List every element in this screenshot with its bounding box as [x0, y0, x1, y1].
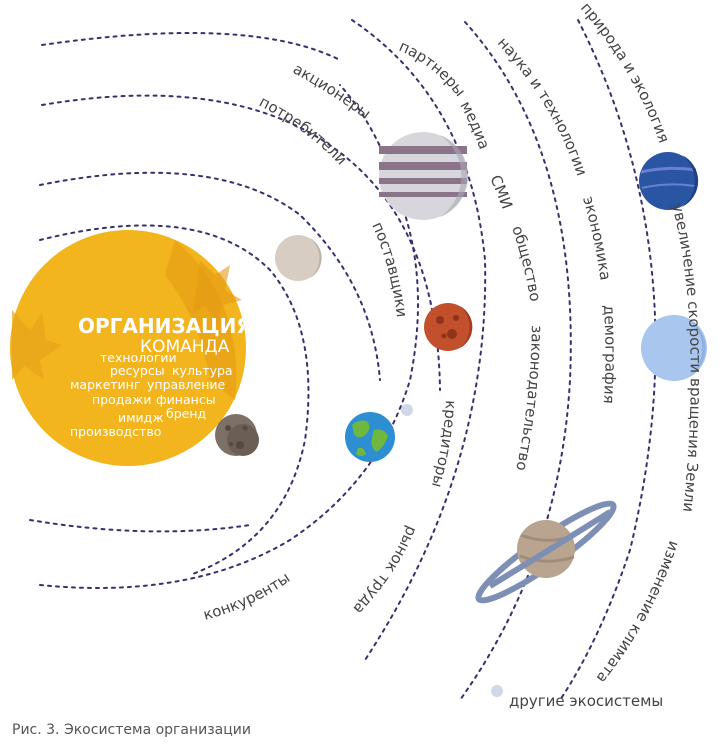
- label-obshchestvo: общество: [508, 223, 544, 302]
- label-potrebiteli: потребители: [256, 93, 350, 169]
- label-aktsionery: акционеры: [290, 60, 374, 123]
- sun-flare-icon: [192, 260, 242, 325]
- org-item: управление: [147, 377, 226, 392]
- planet-neptune: [639, 152, 699, 210]
- figure-caption: Рис. 3. Экосистема организации: [12, 722, 251, 738]
- label-postavshchiki: поставщики: [368, 219, 411, 318]
- org-item: культура: [172, 363, 233, 378]
- planet-jupiter: [379, 132, 469, 220]
- label-smi: СМИ: [486, 172, 516, 211]
- planet-moon-grey: [215, 414, 259, 456]
- org-item: производство: [70, 424, 161, 439]
- org-item: имидж: [118, 410, 164, 425]
- organization-sun: ОРГАНИЗАЦИЯ КОМАНДА технологии ресурсы к…: [10, 230, 252, 466]
- orbit-3: [39, 171, 381, 381]
- org-item: продажи: [92, 392, 151, 407]
- label-priroda: природа и экология: [577, 0, 673, 145]
- org-item: технологии: [100, 350, 177, 365]
- orbit-2: [41, 94, 441, 391]
- label-zakonodatelstvo: законодательство: [512, 325, 546, 472]
- org-subtitle: КОМАНДА: [140, 337, 230, 357]
- label-konkurenty: конкуренты: [201, 569, 293, 624]
- org-title: ОРГАНИЗАЦИЯ: [78, 314, 252, 338]
- org-item: ресурсы: [110, 363, 165, 378]
- planet-uranus: [641, 315, 707, 381]
- label-nauka: наука и технологии: [494, 34, 591, 179]
- label-demografiya: демография: [600, 304, 620, 404]
- ecosystem-labels: конкуренты потребители акционеры поставщ…: [201, 0, 705, 710]
- planet-mars: [424, 303, 473, 351]
- orbit-5: [29, 519, 251, 533]
- orbit-6: [39, 84, 419, 589]
- label-media: медиа: [456, 98, 493, 152]
- planet-earth: [345, 412, 395, 462]
- sun-flare-icon: [12, 310, 62, 380]
- planet-small-dot: [491, 685, 503, 697]
- sun-shade: [165, 240, 237, 400]
- org-item: бренд: [166, 406, 206, 421]
- orbit-7: [351, 19, 487, 661]
- orbit-top: [41, 32, 341, 61]
- label-rynok-truda: рынок труда: [350, 523, 421, 618]
- planet-saturn: [475, 500, 617, 604]
- label-ekonomika: экономика: [579, 194, 614, 281]
- org-item: финансы: [156, 392, 216, 407]
- orbits: [29, 19, 657, 701]
- orbit-4: [39, 224, 310, 576]
- planet-beige: [275, 235, 322, 281]
- orbit-8: [459, 21, 572, 701]
- orbit-9: [559, 19, 657, 701]
- planet-small-moon: [401, 404, 413, 416]
- org-item: маркетинг: [70, 377, 140, 392]
- label-kreditory: кредиторы: [428, 400, 460, 490]
- label-drugie: другие экосистемы: [509, 692, 663, 710]
